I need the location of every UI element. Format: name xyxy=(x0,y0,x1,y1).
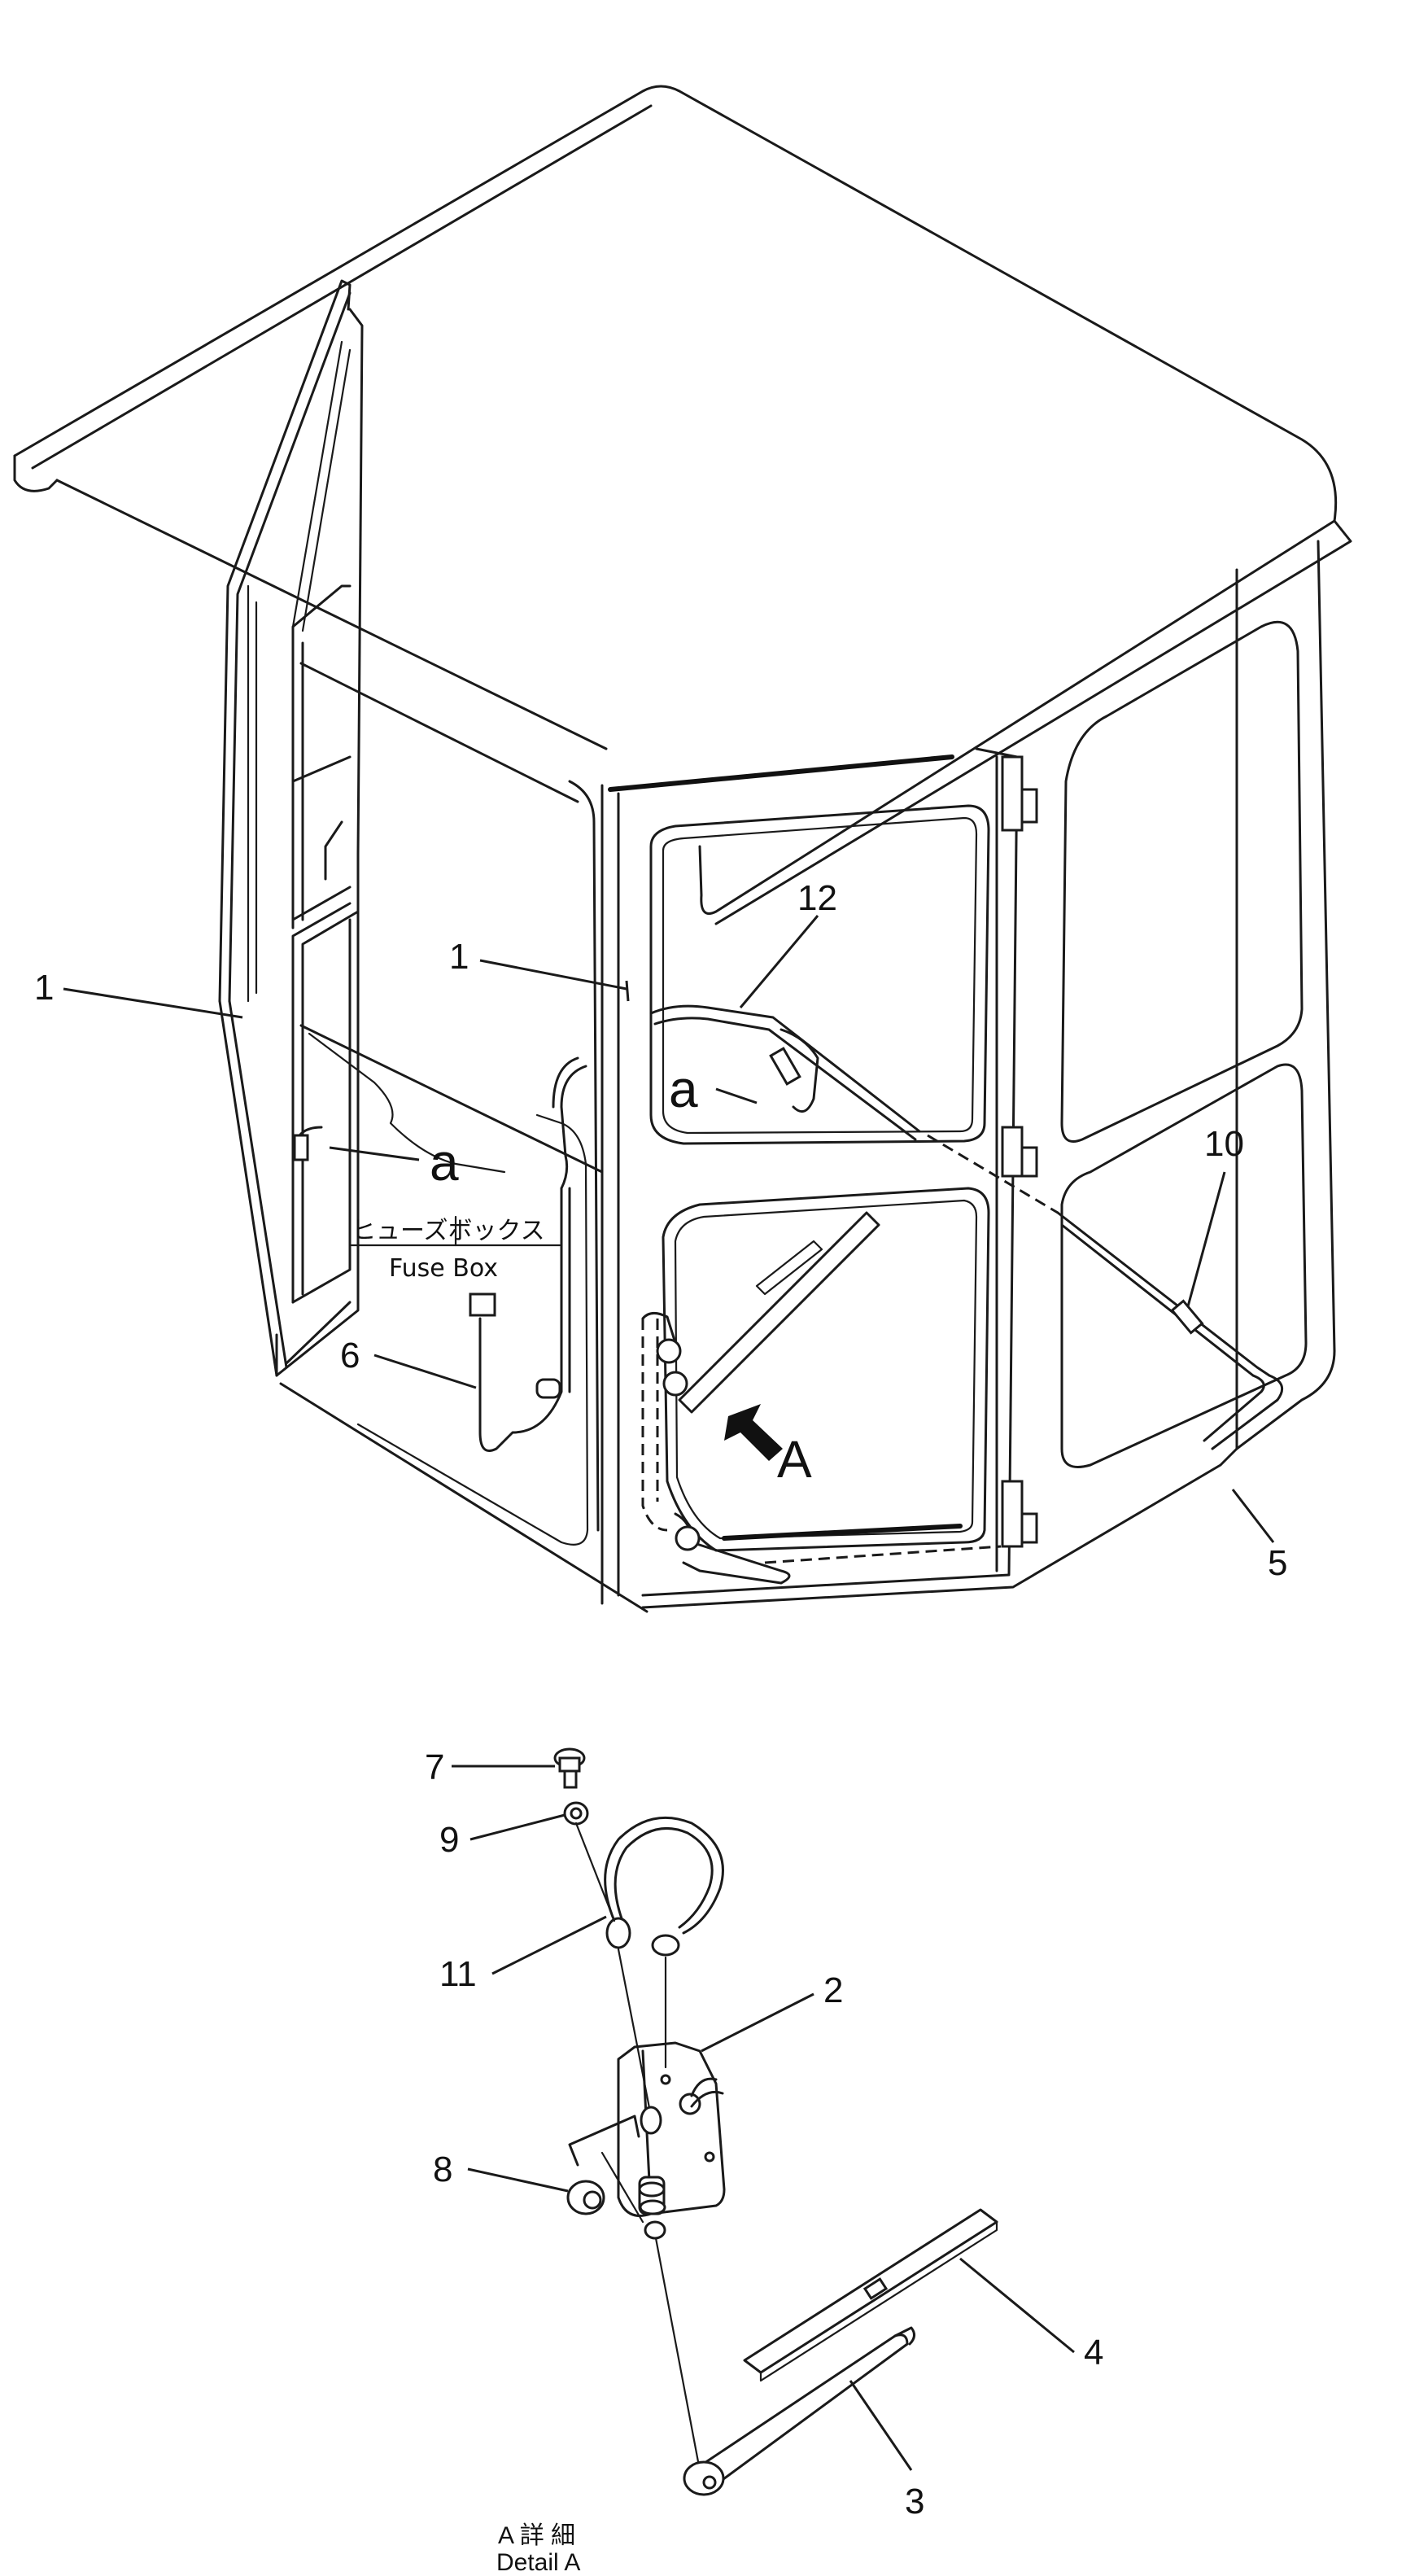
part-number-12: 12 xyxy=(797,878,837,918)
part-number-6: 6 xyxy=(340,1336,360,1375)
part-number-8: 8 xyxy=(433,2150,452,2189)
part-number-7: 7 xyxy=(425,1747,444,1787)
front-window-upper xyxy=(649,804,990,1145)
callout-labels: a a A ヒューズボックス Fuse Box A 詳 細 Detail A xyxy=(350,1060,812,2576)
part-number-2: 2 xyxy=(823,1970,843,2010)
part-number-10: 10 xyxy=(1204,1124,1244,1164)
leader-lines-detail xyxy=(452,1765,1075,2471)
part-number-1-door: 1 xyxy=(34,968,54,1008)
part-number-1-glass: 1 xyxy=(449,937,469,977)
cab-rear-wall xyxy=(275,662,648,1613)
cab-wiper-assembly xyxy=(641,1211,1002,1585)
view-a-label: A xyxy=(777,1430,812,1489)
cab-roof xyxy=(13,85,1352,925)
leader-lines-upper xyxy=(63,915,1275,1543)
wiring-harness xyxy=(469,1004,1284,1452)
fuse-box-label-en: Fuse Box xyxy=(389,1254,498,1283)
connector-a-left-label: a xyxy=(430,1133,459,1192)
detail-a-parts xyxy=(553,1747,998,2496)
view-arrow-a xyxy=(724,1404,783,1461)
detail-a-label-jp: A 詳 細 xyxy=(498,2522,575,2549)
right-side-windows xyxy=(1060,620,1308,1468)
part-number-3: 3 xyxy=(905,2482,924,2521)
door-hinges xyxy=(1001,755,1038,1548)
part-number-11: 11 xyxy=(439,1954,477,1994)
front-window-lower xyxy=(662,1187,990,1552)
part-number-4: 4 xyxy=(1084,2333,1103,2373)
detail-a-label-en: Detail A xyxy=(496,2549,580,2576)
cab-front-frame xyxy=(600,540,1336,1609)
part-numbers: 1 1 12 10 5 6 7 9 11 2 8 4 3 xyxy=(34,878,1287,2521)
connector-a-right-label: a xyxy=(669,1060,698,1118)
part-number-5: 5 xyxy=(1268,1543,1287,1583)
cab-door xyxy=(218,279,364,1377)
part-number-9: 9 xyxy=(439,1820,459,1860)
fuse-box-label-jp: ヒューズボックス xyxy=(352,1217,545,1245)
